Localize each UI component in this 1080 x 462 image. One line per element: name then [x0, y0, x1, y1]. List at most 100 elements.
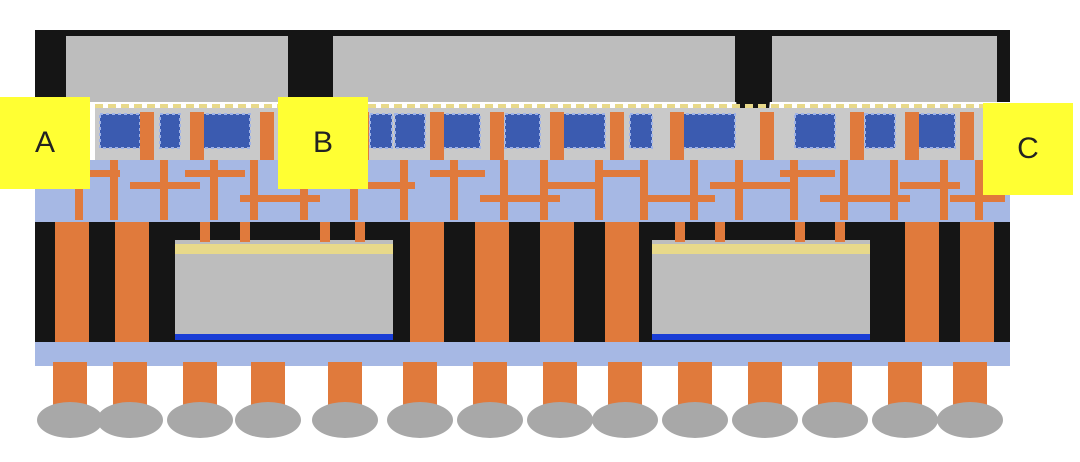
- solder-ball-3: [235, 402, 301, 438]
- rdl-via-11: [595, 160, 603, 220]
- die-contact-post-6: [795, 222, 805, 242]
- through-mold-pillar-1: [115, 222, 149, 342]
- rdl-via-0: [75, 160, 83, 220]
- rdl-via-12: [640, 160, 648, 220]
- bump-post-4: [430, 112, 444, 160]
- microbump-array-7: [559, 113, 606, 149]
- solder-ball-13: [937, 402, 1003, 438]
- rdl-trace-11: [780, 170, 835, 177]
- rdl-trace-9: [645, 195, 715, 202]
- rdl-via-15: [790, 160, 798, 220]
- callout-label-a: A: [0, 97, 90, 189]
- embedded-die-right: [652, 240, 870, 340]
- die-contact-post-2: [320, 222, 330, 242]
- rdl-via-1: [110, 160, 118, 220]
- embedded-die-left-bond-film: [175, 244, 393, 254]
- rdl-via-2: [160, 160, 168, 220]
- rdl-trace-12: [820, 195, 910, 202]
- through-mold-pillar-4: [540, 222, 574, 342]
- microbump-array-2: [199, 113, 251, 149]
- bump-post-0: [140, 112, 154, 160]
- rdl-via-13: [690, 160, 698, 220]
- die-contact-post-4: [675, 222, 685, 242]
- die-contact-post-0: [200, 222, 210, 242]
- solder-ball-8: [592, 402, 658, 438]
- rdl-trace-0: [75, 170, 120, 177]
- bump-post-12: [960, 112, 974, 160]
- bump-post-8: [670, 112, 684, 160]
- microbump-array-11: [864, 113, 896, 149]
- microbump-array-5: [439, 113, 481, 149]
- callout-label-b: B: [278, 97, 368, 189]
- microbump-array-9: [679, 113, 736, 149]
- rdl-trace-8: [600, 170, 645, 177]
- rdl-via-17: [890, 160, 898, 220]
- rdl-via-9: [500, 160, 508, 220]
- rdl-trace-7: [540, 182, 595, 189]
- via-group: [75, 160, 983, 220]
- embedded-die-right-bottom-film: [652, 334, 870, 340]
- rdl-via-3: [210, 160, 218, 220]
- solder-ball-6: [457, 402, 523, 438]
- rdl-via-18: [940, 160, 948, 220]
- rdl-trace-13: [900, 182, 960, 189]
- redistribution-layer: [35, 160, 1010, 222]
- embedded-die-right-bond-film: [652, 244, 870, 254]
- solder-ball-1: [97, 402, 163, 438]
- solder-ball-12: [872, 402, 938, 438]
- embedded-die-layer: [35, 222, 1010, 342]
- top-die-center: [333, 36, 735, 102]
- die-contact-post-3: [355, 222, 365, 242]
- solder-ball-11: [802, 402, 868, 438]
- bump-post-1: [190, 112, 204, 160]
- microbump-array-12: [914, 113, 956, 149]
- microbump-array-6: [504, 113, 541, 149]
- through-mold-pillar-5: [605, 222, 639, 342]
- bump-post-9: [760, 112, 774, 160]
- through-mold-pillar-7: [960, 222, 994, 342]
- top-die-right: [772, 36, 997, 102]
- microbump-layer: [95, 108, 1000, 160]
- bump-post-11: [905, 112, 919, 160]
- rdl-via-7: [400, 160, 408, 220]
- solder-ball-4: [312, 402, 378, 438]
- rdl-via-4: [250, 160, 258, 220]
- top-die-left: [66, 36, 288, 102]
- rdl-dielectric: [35, 160, 1010, 222]
- rdl-via-10: [540, 160, 548, 220]
- die-contact-post-7: [835, 222, 845, 242]
- rdl-via-14: [735, 160, 743, 220]
- microbump-array-1: [159, 113, 181, 149]
- rdl-via-8: [450, 160, 458, 220]
- rdl-trace-4: [355, 182, 415, 189]
- rdl-via-5: [300, 160, 308, 220]
- solder-ball-10: [732, 402, 798, 438]
- bump-post-2: [260, 112, 274, 160]
- bump-post-5: [490, 112, 504, 160]
- rdl-trace-6: [480, 195, 560, 202]
- microbump-array-3: [369, 113, 393, 149]
- through-mold-pillar-2: [410, 222, 444, 342]
- solder-ball-2: [167, 402, 233, 438]
- rdl-via-16: [840, 160, 848, 220]
- through-mold-pillar-6: [905, 222, 939, 342]
- rdl-trace-10: [710, 182, 790, 189]
- embedded-die-left-bottom-film: [175, 334, 393, 340]
- solder-ball-group: [37, 362, 1003, 438]
- microbump-array-0: [99, 113, 141, 149]
- bottom-dielectric: [35, 342, 1010, 366]
- copper-pillar-group: [55, 222, 994, 342]
- through-mold-pillar-3: [475, 222, 509, 342]
- microbump-array-4: [394, 113, 426, 149]
- bump-post-7: [610, 112, 624, 160]
- bump-post-10: [850, 112, 864, 160]
- rdl-trace-3: [240, 195, 320, 202]
- solder-ball-5: [387, 402, 453, 438]
- callout-label-c: C: [983, 103, 1073, 195]
- die-contact-post-1: [240, 222, 250, 242]
- embedded-die-left: [175, 240, 393, 340]
- microbump-array-10: [794, 113, 836, 149]
- rdl-via-6: [350, 160, 358, 220]
- solder-ball-7: [527, 402, 593, 438]
